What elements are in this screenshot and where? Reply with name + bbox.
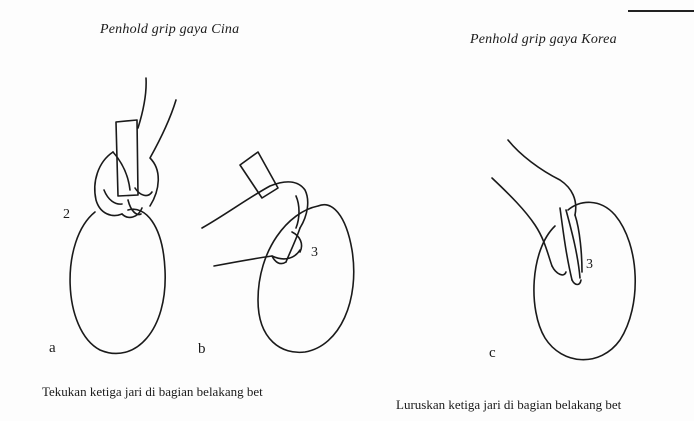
figure-a-hand — [95, 78, 176, 217]
figure-c-paddle-back — [534, 202, 635, 359]
finger-number-a: 2 — [63, 207, 70, 223]
figure-label-b: b — [198, 341, 206, 358]
figure-b-paddle-back — [240, 152, 354, 352]
figure-label-a: a — [49, 340, 56, 357]
caption-bent-fingers: Tekukan ketiga jari di bagian belakang b… — [42, 384, 263, 400]
finger-number-b: 3 — [311, 245, 318, 261]
figure-label-c: c — [489, 345, 496, 362]
finger-number-c: 3 — [586, 257, 593, 273]
figure-b-hand — [202, 182, 308, 266]
caption-straight-fingers: Luruskan ketiga jari di bagian belakang … — [396, 397, 621, 413]
